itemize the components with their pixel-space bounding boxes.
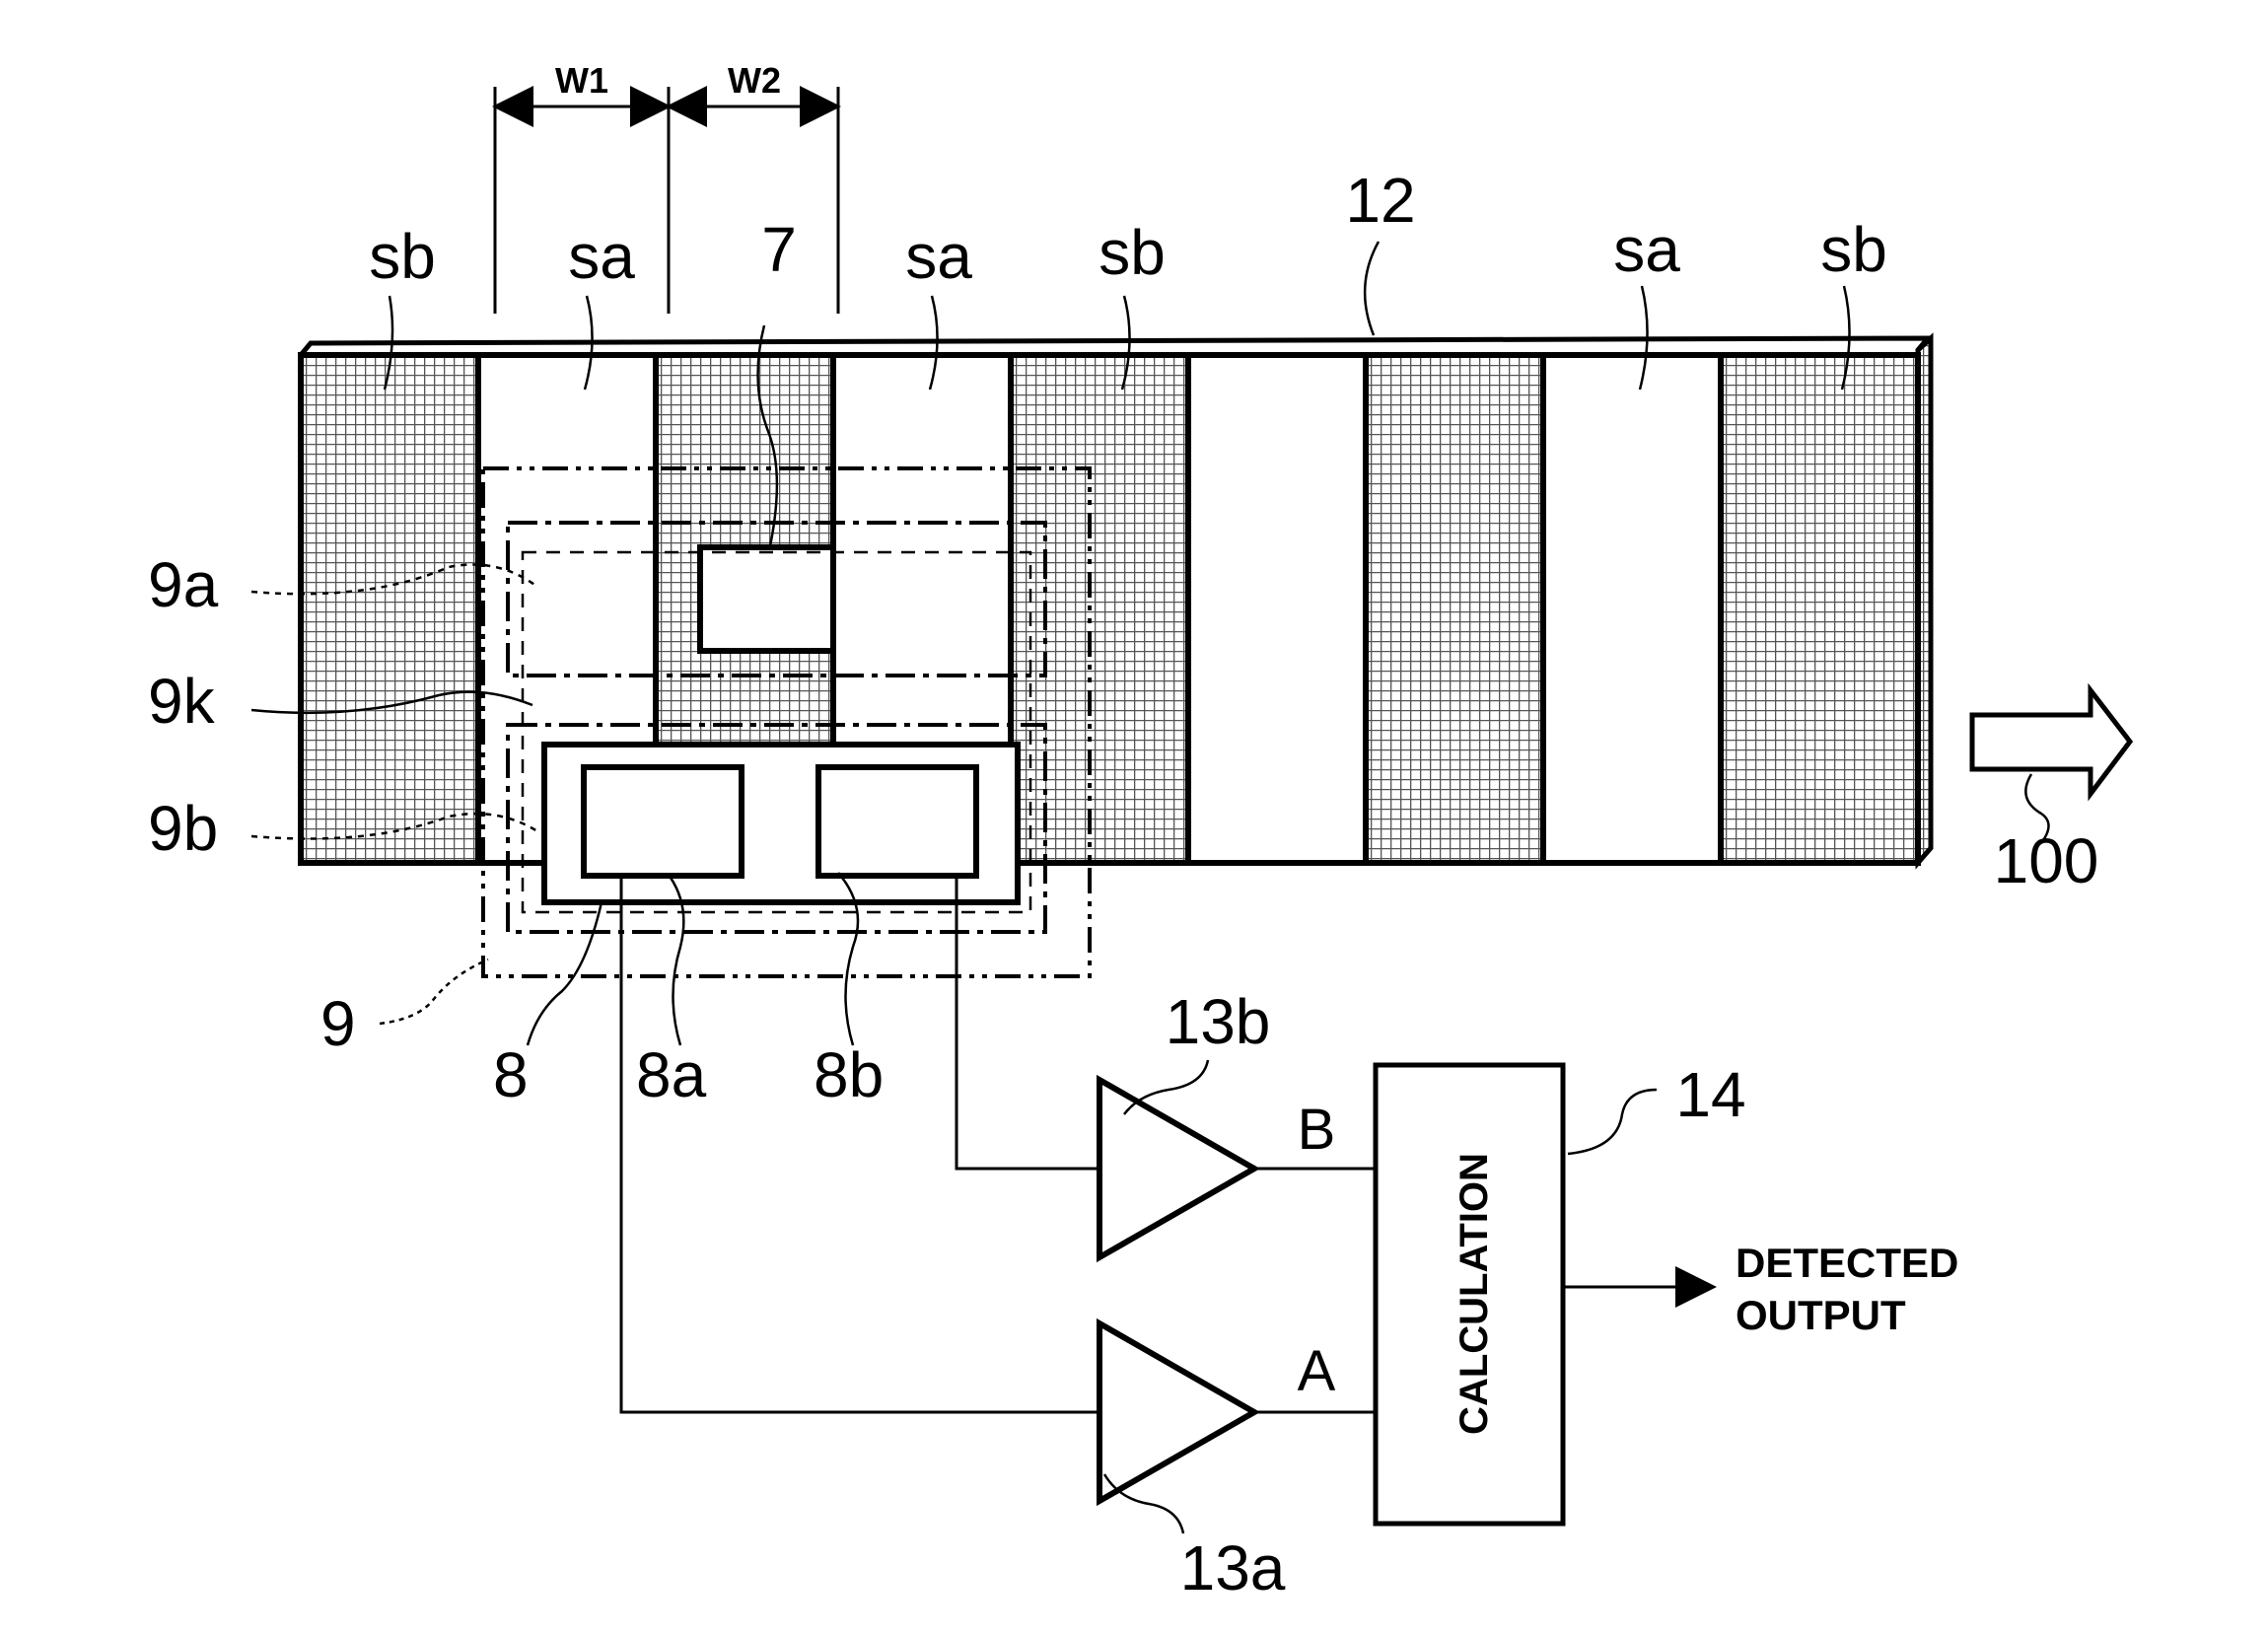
sensor-8 (544, 745, 1018, 902)
strip-label-sa-2: sa (905, 221, 972, 292)
ref-7: 7 (761, 214, 797, 285)
ref-100: 100 (1994, 825, 2099, 896)
ref-13b: 13b (1166, 986, 1271, 1057)
ref-8a: 8a (636, 1039, 707, 1110)
w2-label: W2 (728, 60, 781, 101)
ref-9b: 9b (148, 793, 218, 864)
direction-arrow (1972, 690, 2130, 794)
strip-sb-3 (1011, 355, 1188, 863)
strip-sb-5 (1721, 355, 1918, 863)
element-8b (818, 767, 976, 876)
amplifier-13a (1099, 1323, 1254, 1501)
element-8a (584, 767, 742, 876)
w1-label: W1 (555, 60, 608, 101)
ref-9a: 9a (148, 549, 219, 620)
strip-sb-1 (301, 355, 478, 863)
sensor-window-7 (700, 547, 833, 651)
amplifier-13b (1099, 1080, 1254, 1257)
ref-8b: 8b (814, 1039, 884, 1110)
strip-label-sa-1: sa (568, 221, 635, 292)
ref-9k: 9k (148, 666, 216, 737)
strip-label-sa-3: sa (1613, 214, 1680, 285)
ref-12: 12 (1345, 165, 1415, 236)
ref-9: 9 (320, 988, 356, 1059)
output-label-line1: DETECTED (1736, 1240, 1958, 1286)
strip-sa-3 (1188, 355, 1366, 863)
ref-8: 8 (493, 1039, 529, 1110)
strip-labels: sb sa sa sb sa sb (369, 214, 1887, 292)
strip-label-sb-3: sb (1820, 214, 1887, 285)
ref-13a: 13a (1180, 1532, 1286, 1603)
signal-a: A (1298, 1339, 1336, 1403)
signal-b: B (1298, 1098, 1336, 1162)
strip-sa-4 (1543, 355, 1721, 863)
strip-label-sb-left: sb (369, 221, 436, 292)
strip-label-sb-2: sb (1099, 217, 1166, 288)
calculation-label: CALCULATION (1453, 1153, 1496, 1435)
output-label-line2: OUTPUT (1736, 1292, 1906, 1338)
ref-14: 14 (1675, 1059, 1745, 1130)
strip-sb-4 (1366, 355, 1543, 863)
